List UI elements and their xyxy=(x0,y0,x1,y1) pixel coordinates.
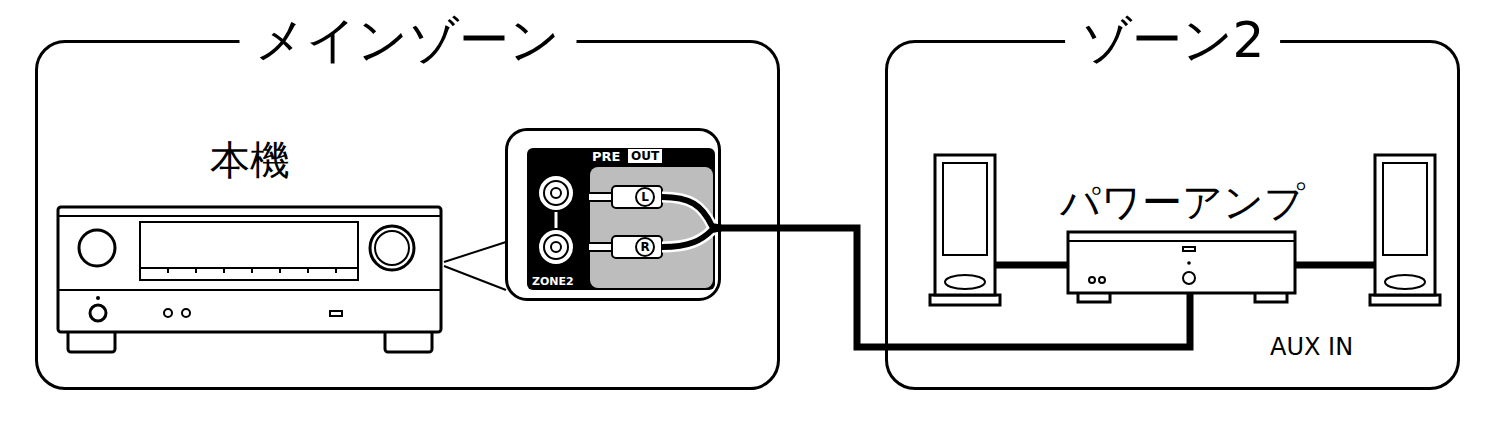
zone-region: メインゾーン本機PREOUTZONE2 xyxy=(35,40,780,390)
terminal-header: OUT xyxy=(628,149,662,163)
channel-mark: R xyxy=(635,237,655,257)
zone-title: メインゾーン xyxy=(239,10,576,70)
terminal-name: ZONE2 xyxy=(532,275,574,288)
power-amp: パワーアンプ xyxy=(1056,182,1309,294)
power-amp-drawing xyxy=(1068,232,1295,302)
receiver: 本機 xyxy=(55,136,445,354)
inset-leader xyxy=(444,242,506,290)
terminal-panel xyxy=(527,148,722,290)
terminal-header: PRE xyxy=(592,149,620,165)
zone-title: ゾーン2 xyxy=(1065,10,1281,70)
audio-cable xyxy=(720,228,1190,347)
device-label: 本機 xyxy=(210,136,290,184)
channel-mark: L xyxy=(635,187,655,207)
zone-region: ゾーン2パワーアンプ xyxy=(885,40,1460,390)
device-label: パワーアンプ xyxy=(1060,178,1305,226)
speaker xyxy=(930,155,1440,305)
receiver-drawing xyxy=(58,207,441,352)
input-name: AUX IN xyxy=(1270,333,1353,361)
rca-plug xyxy=(588,186,662,258)
terminal-inset: PRE OUT ZONE2 xyxy=(505,128,721,301)
